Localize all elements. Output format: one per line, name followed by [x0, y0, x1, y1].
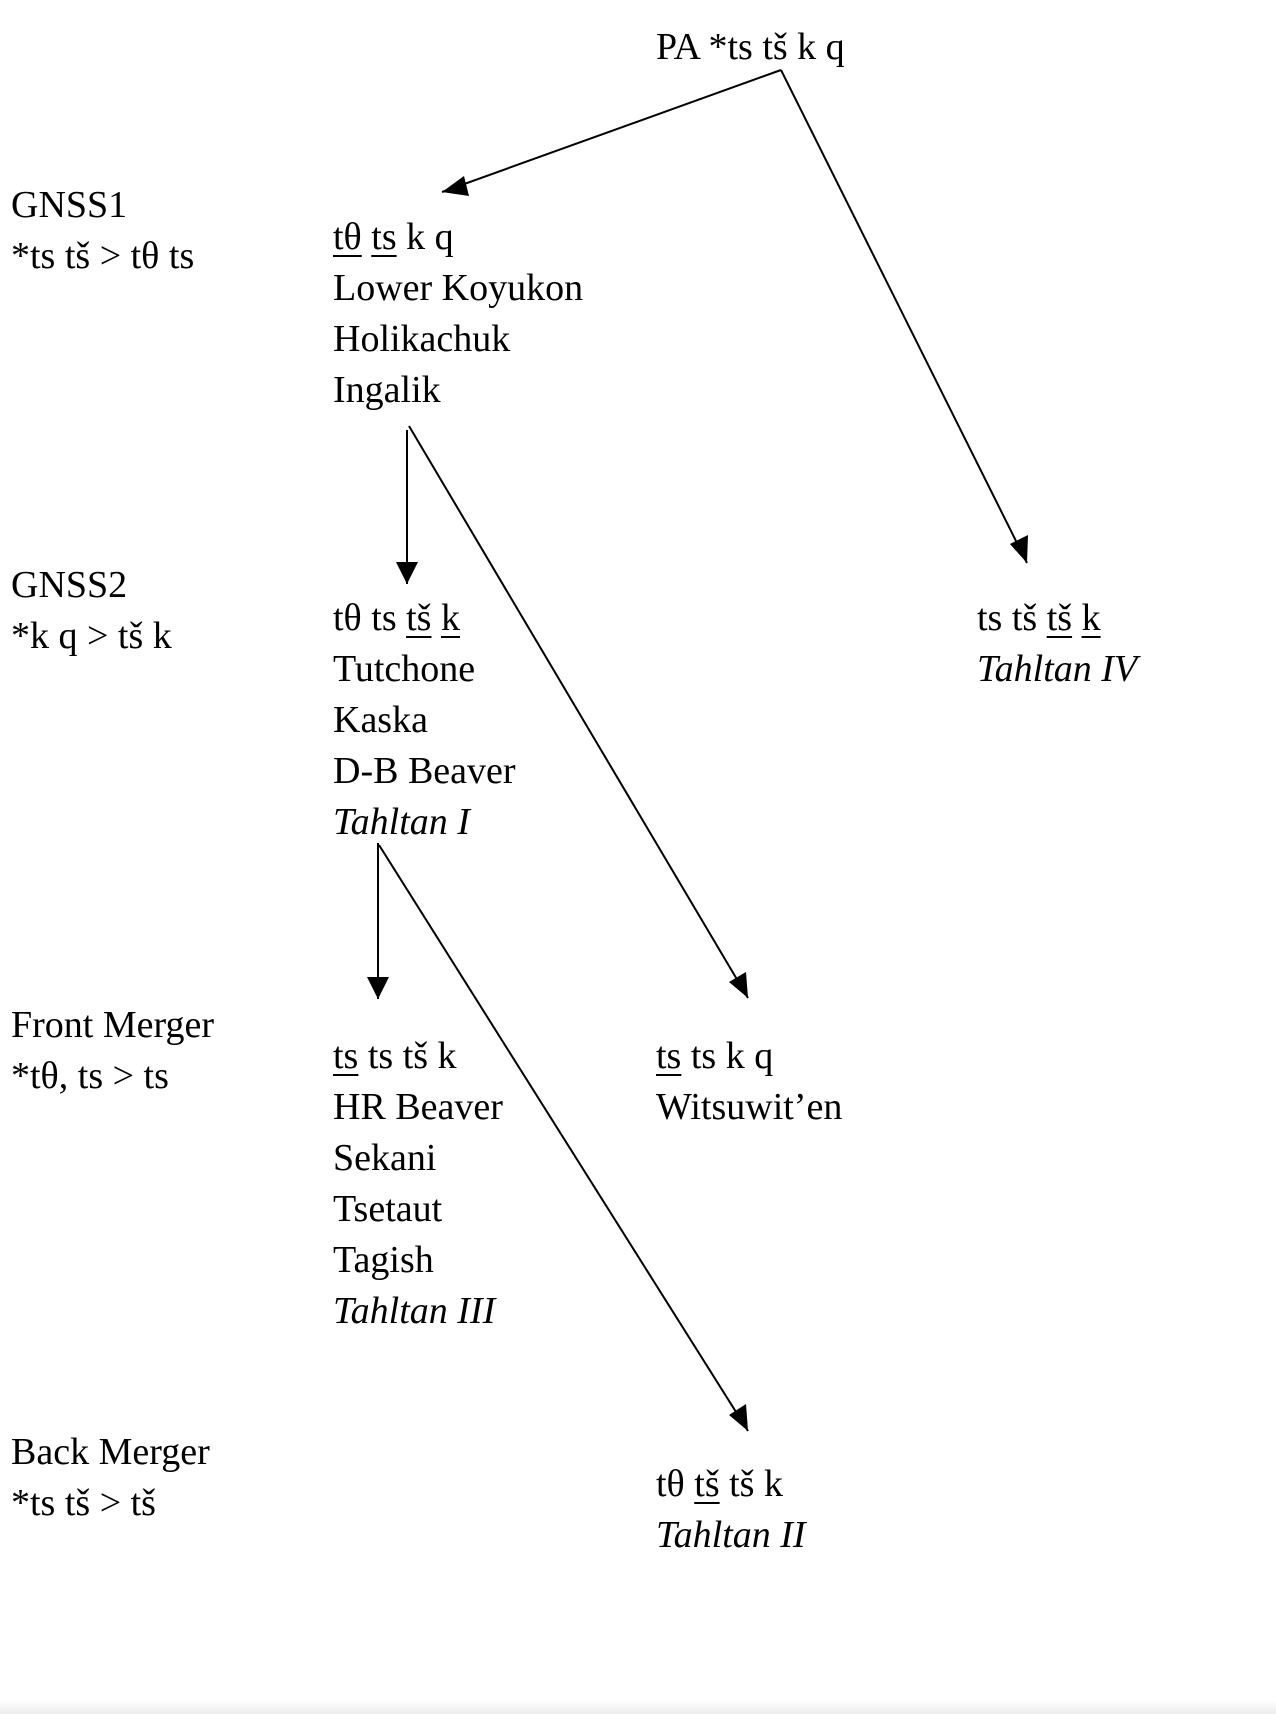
stage-name: Back Merger: [11, 1431, 210, 1473]
changed-segment: ts: [656, 1035, 682, 1077]
language-name: Tsetaut: [333, 1188, 443, 1230]
language-name: Lower Koyukon: [333, 267, 584, 309]
segment: ts tš k: [358, 1035, 457, 1077]
stage-rule: *tθ, ts > ts: [11, 1055, 169, 1097]
language-name: Holikachuk: [333, 318, 511, 360]
language-name: Kaska: [333, 699, 428, 741]
language-name: Tagish: [333, 1239, 434, 1281]
stage-label-gnss1: GNSS1 *ts tš > tθ ts: [11, 180, 194, 282]
page-bottom-shade: [0, 1700, 1276, 1714]
sound-inventory: ts tš tš k: [977, 593, 1137, 644]
segment: k q: [396, 216, 454, 258]
segment: tθ: [656, 1463, 695, 1505]
stage-name: Front Merger: [11, 1004, 214, 1046]
sound-inventory: ts ts k q: [656, 1031, 842, 1082]
language-name: Tahltan IV: [977, 648, 1138, 690]
language-name: Tahltan III: [333, 1290, 496, 1332]
segment: tθ ts: [333, 597, 407, 639]
language-name: Tahltan II: [656, 1514, 806, 1556]
language-name: Witsuwit’en: [656, 1086, 843, 1128]
changed-segment: k: [440, 597, 460, 639]
stage-name: GNSS1: [11, 184, 128, 226]
language-name: D-B Beaver: [333, 750, 516, 792]
language-name: Tutchone: [333, 648, 476, 690]
stage-rule: *k q > tš k: [11, 615, 172, 657]
node-root: PA *ts tš k q: [656, 22, 845, 73]
arrow-gnss1-to-witsuwiten: [408, 425, 749, 999]
language-name: Sekani: [333, 1137, 437, 1179]
arrow-root-to-gnss1: [441, 69, 782, 196]
changed-segment: tš: [406, 597, 432, 639]
stage-label-gnss2: GNSS2 *k q > tš k: [11, 560, 172, 662]
arrow-gnss2-to-front-merger: [367, 843, 389, 999]
root-label: PA *ts tš k q: [656, 26, 845, 68]
changed-segment: tš: [1046, 597, 1073, 639]
sound-inventory: tθ ts tš k: [333, 593, 516, 644]
stage-label-back-merger: Back Merger *ts tš > tš: [11, 1427, 210, 1529]
segment: ts tš: [977, 597, 1047, 639]
stage-rule: *ts tš > tš: [11, 1482, 156, 1524]
language-name: HR Beaver: [333, 1086, 503, 1128]
segment: tš k: [719, 1463, 783, 1505]
arrow-root-to-tahltan-iv: [780, 69, 1028, 564]
sound-inventory: ts ts tš k: [333, 1031, 503, 1082]
changed-segment: ts: [371, 216, 397, 258]
changed-segment: tš: [694, 1463, 720, 1505]
language-name: Ingalik: [333, 369, 441, 411]
language-name: Tahltan I: [333, 801, 470, 843]
stage-rule: *ts tš > tθ ts: [11, 235, 195, 277]
changed-segment: k: [1081, 597, 1101, 639]
sound-inventory: tθ tš tš k: [656, 1459, 806, 1510]
arrow-gnss1-to-gnss2: [396, 430, 418, 584]
arrow-gnss2-to-back-merger: [378, 844, 749, 1432]
changed-segment: tθ: [333, 216, 362, 258]
changed-segment: ts: [333, 1035, 359, 1077]
stage-label-front-merger: Front Merger *tθ, ts > ts: [11, 1000, 214, 1102]
segment: ts k q: [681, 1035, 774, 1077]
stage-name: GNSS2: [11, 564, 128, 606]
sound-inventory: tθ ts k q: [333, 212, 583, 263]
